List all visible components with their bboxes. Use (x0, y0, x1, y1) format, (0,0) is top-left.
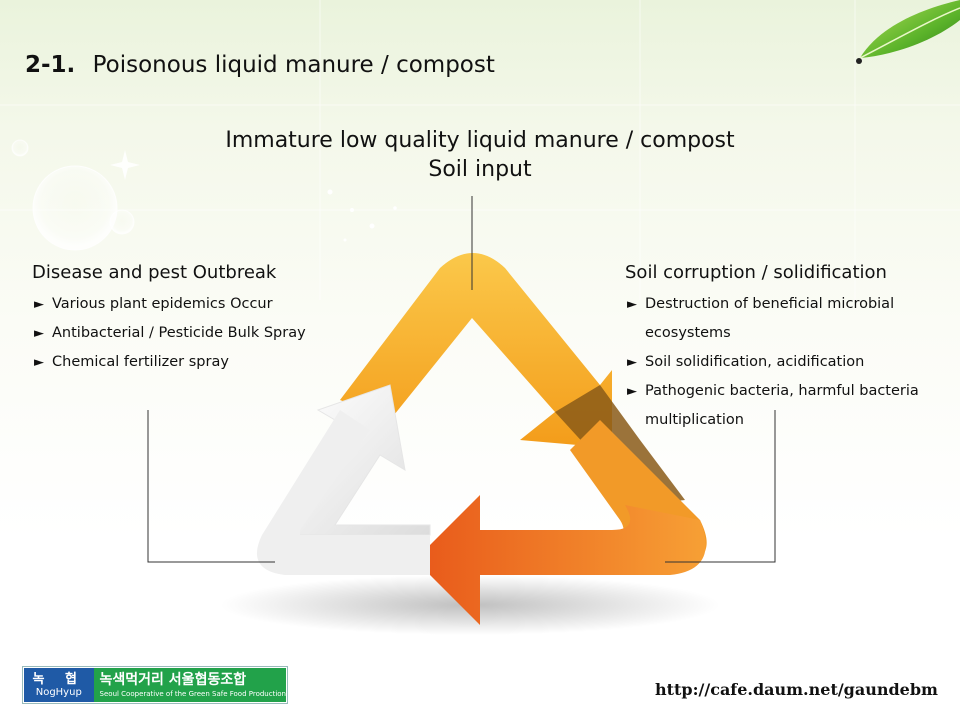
left-node-list: ►Various plant epidemics Occur ►Antibact… (32, 290, 306, 377)
arrow-orange (415, 495, 706, 625)
leaf-decoration (856, 0, 960, 64)
left-node-title: Disease and pest Outbreak (32, 262, 277, 283)
bubble-large (32, 165, 118, 251)
bubble-tiny (11, 139, 29, 157)
top-node-line1: Immature low quality liquid manure / com… (225, 128, 735, 153)
right-node-list: ►Destruction of beneficial microbial eco… (625, 290, 935, 435)
bullet-arrow-icon: ► (627, 355, 637, 370)
slide-number: 2-1. (25, 52, 76, 78)
background-grid (0, 0, 960, 300)
cooperative-logo: 녹 협 NogHyup 녹색먹거리 서울협동조합 Seoul Cooperati… (23, 667, 287, 703)
connector-lines (147, 196, 776, 563)
right-node: Soil corruption / solidification ►Destru… (625, 262, 935, 435)
top-node-line2: Soil input (428, 157, 532, 182)
list-item: ►Chemical fertilizer spray (32, 348, 306, 377)
logo-noghyup: 녹 협 NogHyup (24, 668, 94, 702)
right-node-title: Soil corruption / solidification (625, 262, 887, 283)
list-item: ►Pathogenic bacteria, harmful bacteria m… (625, 377, 935, 435)
list-item: ►Antibacterial / Pesticide Bulk Spray (32, 319, 306, 348)
bullet-arrow-icon: ► (34, 297, 44, 312)
arrow-yellow (340, 253, 612, 448)
slide-title: 2-1. Poisonous liquid manure / compost (25, 52, 495, 78)
bubble-small (109, 209, 135, 235)
footer-url: http://cafe.daum.net/gaundebm (655, 680, 938, 699)
left-node: Disease and pest Outbreak ►Various plant… (32, 262, 306, 377)
list-item: ►Soil solidification, acidification (625, 348, 935, 377)
slide-title-text: Poisonous liquid manure / compost (92, 52, 495, 78)
bullet-arrow-icon: ► (627, 297, 637, 312)
list-item: ►Destruction of beneficial microbial eco… (625, 290, 935, 348)
bullet-arrow-icon: ► (34, 355, 44, 370)
cycle-arrows (256, 253, 707, 625)
list-item: ►Various plant epidemics Occur (32, 290, 306, 319)
bullet-arrow-icon: ► (627, 384, 637, 399)
arrow-white-base (256, 410, 430, 575)
logo-cooperative-name: 녹색먹거리 서울협동조합 Seoul Cooperative of the Gr… (93, 668, 286, 702)
top-node-label: Immature low quality liquid manure / com… (180, 126, 780, 184)
connector-right (665, 410, 776, 563)
sparkles (110, 150, 397, 242)
bullet-arrow-icon: ► (34, 326, 44, 341)
connector-left (147, 410, 275, 563)
